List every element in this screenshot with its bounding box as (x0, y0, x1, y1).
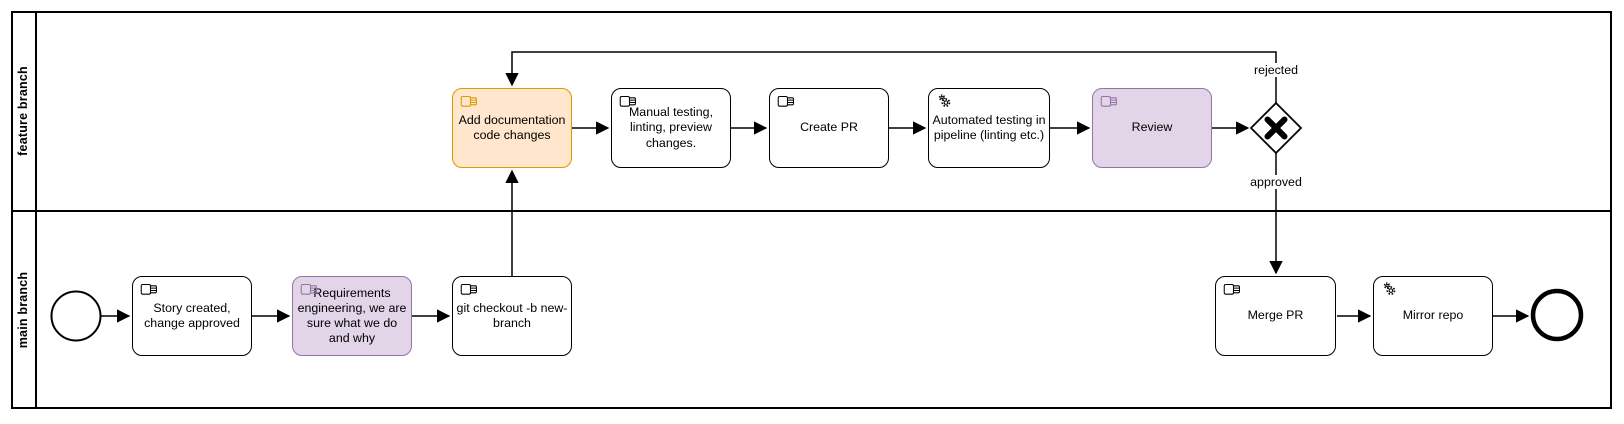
lane-header-divider (35, 11, 37, 409)
task-label: Manual testing, linting, preview changes… (628, 105, 714, 150)
task-mirror-repo[interactable]: Mirror repo (1373, 276, 1493, 356)
flow-label-rejected: rejected (1251, 63, 1301, 77)
task-manual-testing[interactable]: Manual testing, linting, preview changes… (611, 88, 731, 168)
task-label: Review (1131, 120, 1173, 135)
task-merge-pr[interactable]: Merge PR (1215, 276, 1336, 356)
start-event[interactable] (50, 290, 102, 342)
x-gateway-icon (1264, 116, 1288, 140)
task-label: Requirements engineering, we are sure wh… (297, 285, 407, 346)
exclusive-gateway[interactable] (1249, 101, 1303, 155)
hand-icon (1223, 283, 1240, 295)
task-add-documentation[interactable]: Add documentation code changes (452, 88, 572, 168)
end-event[interactable] (1530, 288, 1584, 342)
gear-icon (938, 94, 951, 108)
flow-rejected-back-to-adddoc (505, 51, 1277, 103)
lane-divider (11, 210, 1612, 212)
gear-icon (1383, 282, 1396, 296)
task-automated-testing[interactable]: Automated testing in pipeline (linting e… (928, 88, 1050, 168)
task-label: Automated testing in pipeline (linting e… (932, 112, 1046, 142)
hand-icon (1100, 95, 1117, 107)
task-label: git checkout -b new-branch (456, 300, 568, 330)
task-requirements-engineering[interactable]: Requirements engineering, we are sure wh… (292, 276, 412, 356)
task-review[interactable]: Review (1092, 88, 1212, 168)
task-create-pr[interactable]: Create PR (769, 88, 889, 168)
flow-label-approved: approved (1248, 175, 1304, 189)
hand-icon (460, 283, 477, 295)
hand-icon (777, 95, 794, 107)
task-label: Merge PR (1247, 308, 1304, 323)
task-git-checkout[interactable]: git checkout -b new-branch (452, 276, 572, 356)
task-label: Create PR (800, 120, 858, 135)
hand-icon (300, 283, 317, 295)
hand-icon (460, 95, 477, 107)
hand-icon (619, 95, 636, 107)
hand-icon (140, 283, 157, 295)
task-label: Mirror repo (1402, 308, 1464, 323)
task-story-created[interactable]: Story created, change approved (132, 276, 252, 356)
task-label: Story created, change approved (144, 300, 240, 330)
task-label: Add documentation code changes (458, 112, 566, 142)
